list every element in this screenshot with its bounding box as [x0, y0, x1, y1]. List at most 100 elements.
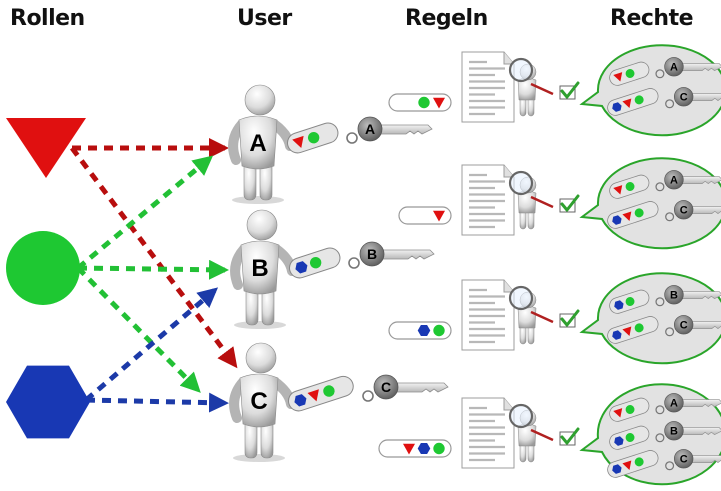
key-icon: C: [607, 449, 721, 478]
circle-icon: [625, 433, 635, 442]
checkmark-icon: [559, 81, 580, 100]
hexagon-icon: [612, 102, 622, 112]
key-letter: C: [680, 454, 688, 466]
magnifier-person-icon: [508, 170, 554, 230]
triangle-icon: [622, 211, 632, 221]
triangle-icon: [613, 408, 623, 418]
triangle-icon: [403, 443, 415, 455]
person-icon: C: [229, 342, 296, 462]
circle-icon: [625, 297, 635, 306]
assignment-arrow: [84, 287, 219, 402]
key-letter: A: [365, 121, 375, 137]
key-letter: C: [680, 92, 688, 104]
person-icon: A: [228, 84, 295, 204]
circle-icon: [625, 69, 635, 78]
circle-icon: [309, 256, 322, 269]
key-icon: B: [289, 241, 435, 279]
key-icon: A: [609, 170, 721, 199]
magnifier-person-icon: [508, 285, 554, 345]
hexagon-icon: [614, 436, 624, 446]
triangle-icon: [613, 185, 623, 195]
circle-icon: [418, 96, 430, 109]
circle-icon: [323, 385, 335, 397]
document-icon: [461, 279, 515, 351]
role-triangle-icon: [6, 118, 86, 178]
hexagon-icon: [417, 443, 431, 454]
circle-icon: [634, 323, 644, 333]
rights-bubble: AC: [579, 44, 721, 137]
assignment-arrow: [85, 392, 229, 413]
hexagon-icon: [294, 394, 307, 407]
rule-row: AC: [388, 44, 721, 137]
circle-icon: [433, 324, 445, 337]
rule-row: BC: [388, 272, 721, 365]
checkmark-icon: [559, 427, 580, 446]
key-letter: C: [381, 379, 391, 395]
hexagon-icon: [295, 261, 308, 274]
document-icon: [461, 397, 515, 469]
circle-icon: [634, 208, 644, 218]
rights-bubble: A B C: [579, 383, 721, 486]
triangle-icon: [622, 98, 632, 108]
key-letter: B: [670, 290, 678, 302]
rule-row: A B C: [378, 383, 721, 486]
key-letter: A: [670, 398, 678, 410]
triangle-icon: [433, 210, 445, 222]
triangle-icon: [433, 97, 445, 109]
circle-icon: [433, 442, 445, 455]
assignment-arrow: [70, 146, 238, 369]
key-letter: C: [680, 205, 688, 217]
heading-rules: Regeln: [405, 6, 488, 31]
triangle-icon: [292, 135, 304, 148]
key-icon: C: [607, 200, 721, 229]
magnifier-person-icon: [508, 403, 554, 463]
checkmark-icon: [559, 309, 580, 328]
triangle-icon: [622, 460, 632, 470]
hexagon-icon: [612, 215, 622, 225]
circle-icon: [307, 131, 320, 144]
user-letter: C: [250, 388, 267, 415]
hexagon-icon: [612, 330, 622, 340]
hexagon-icon: [614, 300, 624, 310]
key-letter: A: [670, 175, 678, 187]
key-letter: A: [670, 62, 678, 74]
magnifier-person-icon: [508, 57, 554, 117]
heading-users: User: [237, 6, 292, 31]
triangle-icon: [622, 326, 632, 336]
rule-pill: [378, 439, 452, 458]
key-icon: C: [288, 374, 449, 412]
key-letter: C: [680, 320, 688, 332]
circle-icon: [625, 405, 635, 414]
key-icon: A: [287, 116, 433, 154]
key-icon: A: [609, 393, 721, 422]
circle-icon: [634, 95, 644, 105]
key-letter: B: [367, 246, 377, 262]
hexagon-icon: [612, 464, 622, 474]
rule-pill: [398, 206, 452, 225]
circle-icon: [625, 182, 635, 191]
rule-row: AC: [398, 157, 721, 250]
person-icon: B: [230, 209, 297, 329]
role-circle-icon: [6, 231, 80, 305]
key-icon: C: [607, 315, 721, 344]
triangle-icon: [307, 389, 319, 402]
document-icon: [461, 164, 515, 236]
circle-icon: [634, 457, 644, 467]
key-icon: C: [607, 87, 721, 116]
user-letter: B: [251, 255, 268, 282]
hexagon-icon: [417, 325, 431, 336]
key-letter: B: [670, 426, 678, 438]
assignment-arrow: [76, 266, 201, 393]
checkmark-icon: [559, 194, 580, 213]
heading-rights: Rechte: [610, 6, 694, 31]
assignment-arrow: [77, 259, 229, 280]
rights-bubble: AC: [579, 157, 721, 250]
document-icon: [461, 51, 515, 123]
heading-roles: Rollen: [10, 6, 85, 31]
triangle-icon: [613, 72, 623, 82]
key-icon: B: [609, 285, 721, 314]
assignment-arrow: [76, 155, 214, 270]
user-letter: A: [249, 130, 266, 157]
role-hexagon-icon: [6, 365, 90, 439]
